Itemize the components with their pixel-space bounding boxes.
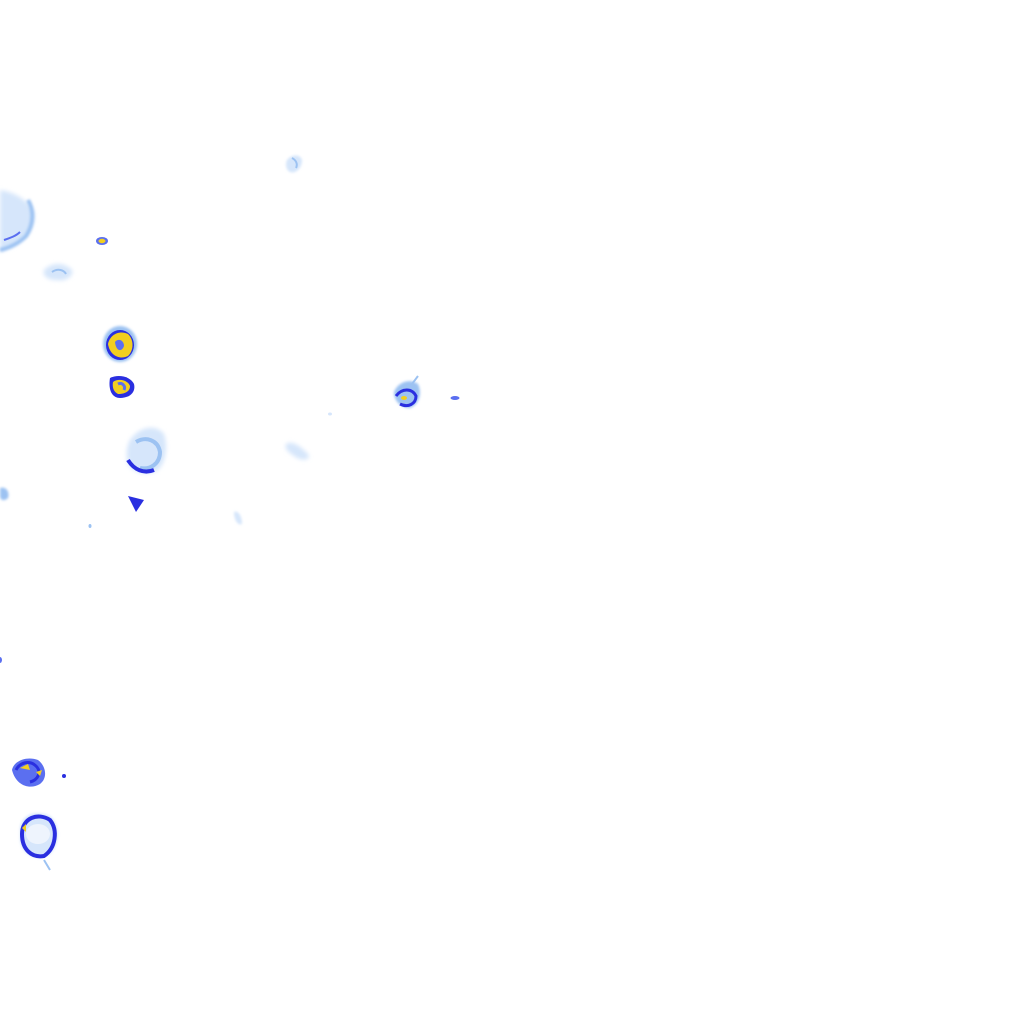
precip-echo-small-top — [286, 155, 302, 173]
storm-cell-lower-left-2 — [19, 813, 58, 871]
precip-echo-trace-4 — [0, 412, 332, 663]
storm-cell-lower-left-1 — [12, 758, 66, 787]
precip-echo-cluster-mid-left — [126, 427, 166, 474]
precip-echo-light-wisp — [43, 264, 73, 281]
storm-cell-large-lower — [109, 376, 135, 398]
precip-echo-left-edge-arc — [0, 190, 35, 252]
precip-echo-center — [394, 375, 420, 408]
precip-echo-trace-1 — [285, 442, 309, 460]
storm-cell-large-upper — [103, 326, 137, 362]
precip-echo-small-yellow-cell — [96, 237, 108, 245]
precip-echo-trace-3 — [234, 511, 242, 525]
precip-echo-triangle — [128, 496, 144, 512]
precip-echo-trace-2 — [0, 487, 9, 501]
precip-echo-center-dash — [450, 396, 460, 400]
